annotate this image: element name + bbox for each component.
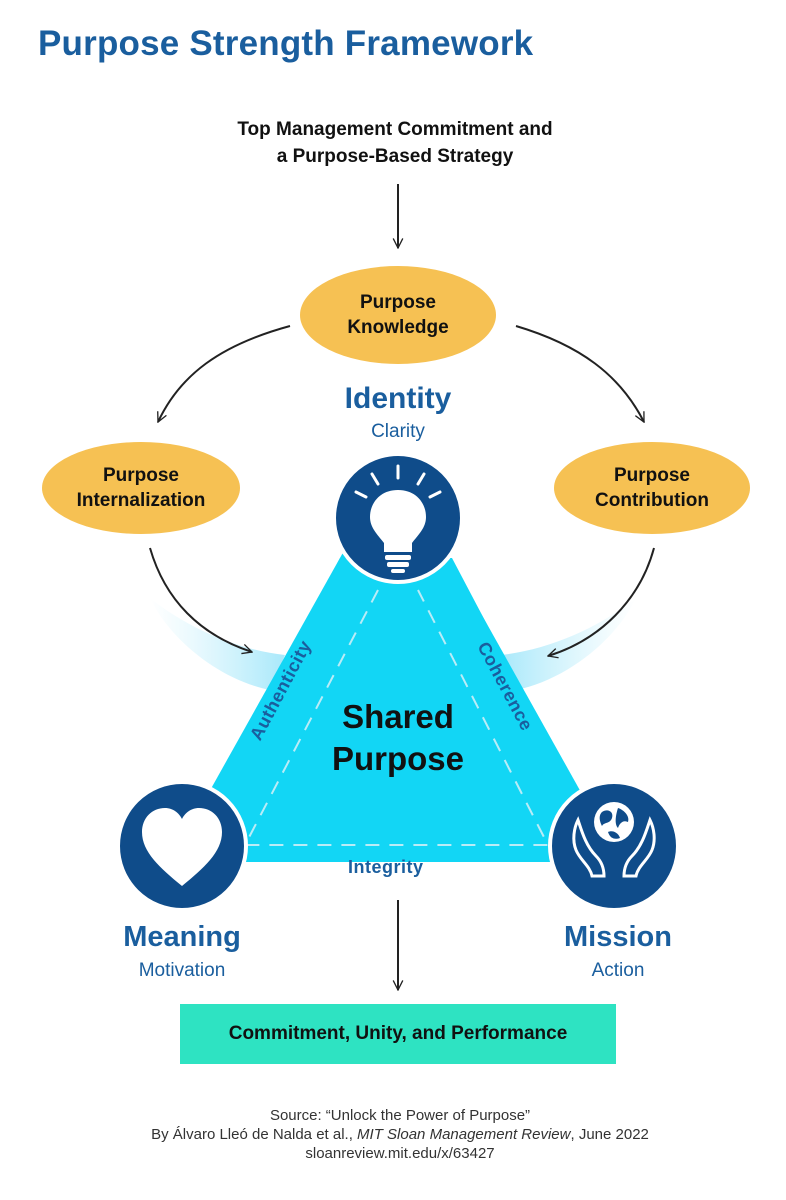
identity-subtitle: Clarity [371, 421, 425, 442]
triangle-body [170, 540, 620, 862]
lightbulb-icon [332, 452, 464, 584]
top-label-line2: a Purpose-Based Strategy [276, 146, 514, 167]
outcome-label: Commitment, Unity, and Performance [228, 1023, 568, 1044]
shared-purpose-label: Shared Purpose [298, 696, 498, 780]
source-publication: MIT Sloan Management Review [357, 1126, 571, 1143]
purpose-internalization-ellipse: Purpose Internalization [42, 442, 240, 534]
knowledge-line1: Purpose [359, 292, 437, 313]
purpose-knowledge-ellipse: Purpose Knowledge [300, 266, 496, 364]
page-title: Purpose Strength Framework [38, 24, 534, 63]
source-line2: By Álvaro Lleó de Nalda et al., MIT Sloa… [100, 1125, 700, 1144]
right-glow [501, 598, 636, 690]
top-management-label: Top Management Commitment and a Purpose-… [170, 116, 620, 170]
arrow-internalization-to-triangle [149, 547, 252, 652]
contribution-line1: Purpose [613, 465, 691, 486]
arrow-contribution-to-triangle [548, 547, 655, 656]
mission-title: Mission [564, 921, 672, 953]
inner-dashed-triangle [243, 589, 550, 846]
left-glow [150, 598, 285, 690]
arrow-knowledge-to-internalization [158, 325, 291, 422]
integrity-label: Integrity [348, 857, 424, 877]
source-authors: By Álvaro Lleó de Nalda et al., [151, 1126, 358, 1143]
source-date: , June 2022 [570, 1126, 649, 1143]
mission-subtitle: Action [591, 960, 645, 981]
internalization-line2: Internalization [76, 490, 206, 511]
top-label-line1: Top Management Commitment and [237, 119, 553, 140]
shared-line1: Shared [342, 698, 454, 735]
internalization-line1: Purpose [102, 465, 179, 486]
source-line3: sloanreview.mit.edu/x/63427 [305, 1145, 495, 1162]
meaning-subtitle: Motivation [138, 960, 226, 981]
contribution-line2: Contribution [595, 490, 709, 511]
outcome-box: Commitment, Unity, and Performance [180, 1004, 616, 1064]
meaning-title: Meaning [123, 921, 241, 953]
arrow-knowledge-to-contribution [515, 325, 645, 422]
identity-title: Identity [344, 382, 452, 415]
shared-line2: Purpose [331, 740, 465, 777]
source-line1: Source: “Unlock the Power of Purpose” [269, 1107, 531, 1124]
heart-icon [116, 780, 248, 912]
knowledge-line2: Knowledge [347, 317, 449, 338]
source-citation: Source: “Unlock the Power of Purpose” By… [100, 1106, 700, 1163]
globe-in-hands-icon [548, 780, 680, 912]
purpose-contribution-ellipse: Purpose Contribution [554, 442, 750, 534]
